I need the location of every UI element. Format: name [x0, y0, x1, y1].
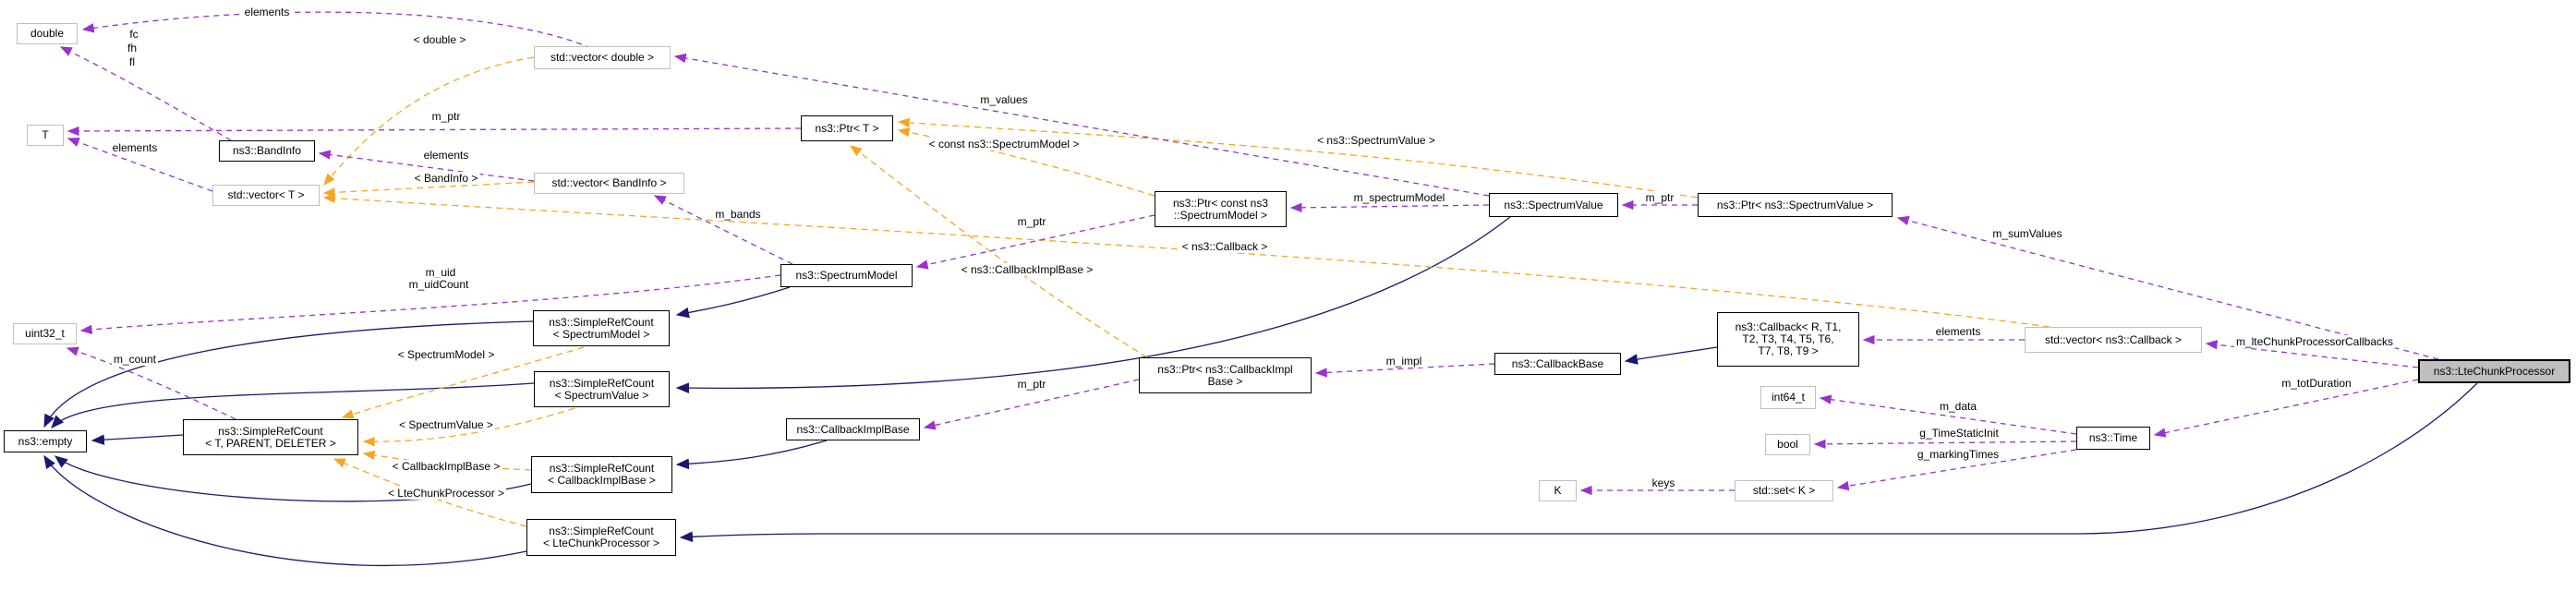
class-node-std-vector-bandinfo: std::vector< BandInfo >: [534, 173, 684, 194]
class-node-int64-t: int64_t: [1760, 386, 1816, 409]
class-node-std-set-k: std::set< K >: [1735, 480, 1833, 501]
edge-label-m-uidcount: m_uidCount: [406, 278, 471, 291]
class-node-ns3-ptr-spectrumvalue[interactable]: ns3::Ptr< ns3::SpectrumValue >: [1698, 193, 1893, 217]
class-node-ns3-empty[interactable]: ns3::empty: [4, 430, 87, 452]
class-node-t: T: [27, 125, 64, 146]
edge-label-g-timestaticinit: g_TimeStaticInit: [1917, 427, 2001, 440]
edge-vectordouble-to-double: [81, 11, 592, 49]
edge-label-template-src-spectrumvalue: < SpectrumValue >: [397, 418, 495, 431]
edge-srcsm-to-empty: [43, 320, 534, 428]
class-node-ns3-simplerefcount-spectrummodel[interactable]: ns3::SimpleRefCount < SpectrumModel >: [533, 310, 670, 346]
class-node-ns3-spectrummodel[interactable]: ns3::SpectrumModel: [780, 264, 913, 287]
edge-ptrconstsm-to-ptrt: [897, 127, 1155, 197]
class-node-std-vector-t: std::vector< T >: [212, 185, 320, 206]
edge-label-elements-callback: elements: [1933, 325, 1983, 338]
edge-time-to-bool: [1813, 439, 2077, 450]
edge-label-m-ptr-cib: m_ptr: [1015, 378, 1048, 391]
edge-srctpd-to-uint32: [66, 346, 236, 420]
class-node-double: double: [17, 23, 78, 44]
edge-srclcp-to-empty: [43, 454, 527, 567]
class-node-ns3-simplerefcount-t-parent-deleter[interactable]: ns3::SimpleRefCount < T, PARENT, DELETER…: [183, 419, 358, 455]
edge-label-template-const-spectrummodel: < const ns3::SpectrumModel >: [926, 138, 1082, 151]
edge-label-m-ptr-sm: m_ptr: [1015, 215, 1048, 228]
edge-srcsv-to-empty: [51, 382, 535, 428]
edge-label-fh: fh: [125, 42, 139, 54]
edge-vectorbandinfo-to-vectort: [322, 181, 535, 198]
edge-ptrcib-to-callbackimplbase: [923, 379, 1140, 430]
edge-label-template-bandinfo: < BandInfo >: [412, 172, 480, 185]
class-node-ns3-simplerefcount-ltechunkprocessor[interactable]: ns3::SimpleRefCount < LteChunkProcessor …: [526, 519, 676, 556]
edge-time-to-int64: [1819, 394, 2077, 435]
edge-label-elements-double: elements: [242, 6, 292, 18]
edge-srctpd-to-empty: [91, 434, 184, 446]
edge-bandinfo-to-double: [59, 46, 232, 141]
edge-vectordouble-to-vectort: [323, 56, 535, 186]
edge-label-elements-t: elements: [110, 141, 160, 154]
edge-label-template-callback: < ns3::Callback >: [1179, 240, 1270, 253]
edge-label-m-ltechunkprocessorcallbacks: m_lteChunkProcessorCallbacks: [2233, 335, 2396, 348]
class-node-std-vector-callback: std::vector< ns3::Callback >: [2025, 327, 2202, 353]
edge-vectort-to-t: [67, 138, 213, 192]
class-node-ns3-simplerefcount-spectrumvalue[interactable]: ns3::SimpleRefCount < SpectrumValue >: [534, 371, 670, 407]
class-node-ns3-ltechunkprocessor: ns3::LteChunkProcessor: [2418, 359, 2570, 383]
edge-label-m-impl: m_impl: [1384, 355, 1424, 368]
edge-srcsm-to-srctpd: [341, 346, 585, 419]
edge-callbackimplbase-to-srccib: [675, 440, 828, 470]
edge-label-g-markingtimes: g_markingTimes: [1915, 448, 2002, 461]
class-node-ns3-simplerefcount-callbackimplbase[interactable]: ns3::SimpleRefCount < CallbackImplBase >: [531, 456, 672, 493]
edge-label-template-spectrumvalue: < ns3::SpectrumValue >: [1315, 134, 1437, 147]
edge-label-m-count: m_count: [111, 353, 159, 366]
edge-callback-to-callbackbase: [1624, 346, 1718, 365]
class-node-ns3-callbackbase[interactable]: ns3::CallbackBase: [1494, 353, 1621, 375]
edge-ptrsv-to-ptrt: [897, 117, 1699, 199]
edge-label-template-src-ltechunkprocessor: < LteChunkProcessor >: [385, 487, 507, 500]
class-node-ns3-time[interactable]: ns3::Time: [2076, 427, 2150, 450]
edge-label-template-src-callbackimplbase: < CallbackImplBase >: [390, 460, 502, 473]
edge-spectrumvalue-to-vectordouble: [673, 53, 1490, 197]
edge-spectrummodel-to-srcsm: [675, 286, 791, 319]
edge-spectrummodel-to-vectorbandinfo: [653, 195, 793, 265]
edge-vectorcallback-to-vectort: [322, 193, 2050, 328]
edge-label-fl: fl: [127, 55, 137, 68]
edge-label-m-spectrummodel: m_spectrumModel: [1351, 191, 1447, 204]
class-node-ns3-callbackimplbase[interactable]: ns3::CallbackImplBase: [786, 418, 920, 440]
edge-label-m-ptr-t: m_ptr: [429, 110, 463, 123]
edge-ltechunkprocessor-to-srclcp: [679, 382, 2478, 543]
class-node-uint32-t: uint32_t: [13, 323, 77, 344]
edge-label-m-ptr-sv: m_ptr: [1643, 191, 1676, 204]
edge-label-m-data: m_data: [1937, 400, 1979, 413]
class-node-ns3-spectrumvalue[interactable]: ns3::SpectrumValue: [1489, 193, 1618, 217]
edge-label-template-src-spectrummodel: < SpectrumModel >: [395, 348, 497, 361]
edge-ltechunkprocessor-to-time: [2153, 379, 2419, 438]
edge-spectrumvalue-to-ptrconstsm: [1289, 202, 1490, 213]
class-node-ns3-ptr-callbackimplbase[interactable]: ns3::Ptr< ns3::CallbackImpl Base >: [1139, 357, 1312, 393]
edge-label-template-callbackimplbase: < ns3::CallbackImplBase >: [959, 263, 1095, 276]
edge-label-m-bands: m_bands: [713, 208, 763, 221]
class-node-ns3-ptr-const-spectrummodel[interactable]: ns3::Ptr< const ns3 ::SpectrumModel >: [1155, 191, 1287, 227]
class-node-ns3-ptr-t[interactable]: ns3::Ptr< T >: [801, 115, 893, 141]
edge-label-m-uid: m_uid: [423, 266, 458, 279]
edge-spectrummodel-to-uint32: [79, 274, 781, 335]
edge-srcsv-to-srctpd: [362, 407, 575, 447]
edge-label-template-double: < double >: [411, 33, 468, 46]
edge-vectorbandinfo-to-bandinfo: [318, 150, 535, 182]
edge-label-m-sumvalues: m_sumValues: [1990, 227, 2064, 240]
class-node-k: K: [1539, 480, 1577, 501]
class-node-std-vector-double: std::vector< double >: [534, 46, 671, 69]
edge-label-elements-bandinfo: elements: [421, 149, 471, 162]
edge-srccib-to-srctpd: [362, 450, 532, 471]
edge-label-keys: keys: [1650, 476, 1677, 489]
class-node-ns3-bandinfo[interactable]: ns3::BandInfo: [219, 140, 315, 162]
edge-ptrt-to-t: [67, 126, 802, 137]
class-node-ns3-callback[interactable]: ns3::Callback< R, T1, T2, T3, T4, T5, T6…: [1717, 312, 1859, 367]
edge-label-m-totduration: m_totDuration: [2280, 377, 2353, 390]
edge-label-m-values: m_values: [978, 93, 1030, 106]
edge-label-fc: fc: [127, 28, 140, 41]
class-node-bool: bool: [1765, 434, 1810, 455]
edge-spectrumvalue-to-srcsv: [675, 216, 1511, 394]
edge-ptrcib-to-ptrt: [849, 145, 1148, 358]
